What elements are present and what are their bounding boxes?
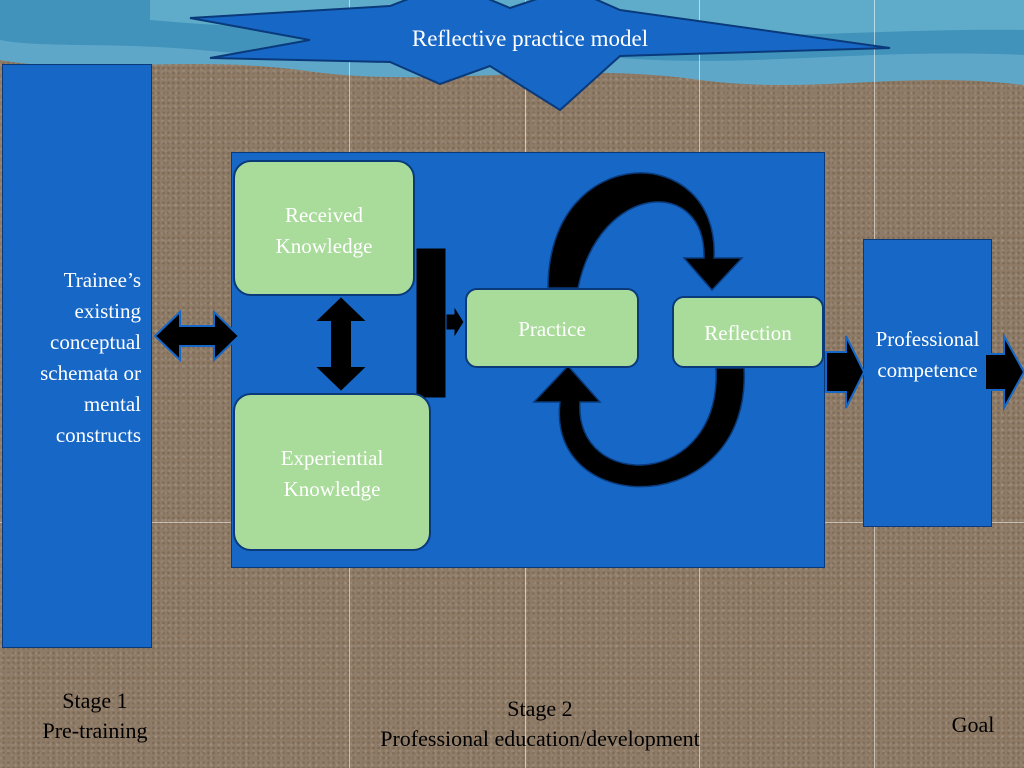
title-star-shape	[189, 0, 891, 112]
stage1-sublabel: Pre-training	[42, 718, 148, 743]
goal-caption: Goal	[951, 712, 995, 737]
stage1-label: Stage 1	[62, 688, 128, 713]
reflection-text: Reflection	[704, 321, 792, 345]
trainee-schemata-text: Trainee’s existing conceptual schemata o…	[40, 268, 141, 447]
experiential-knowledge-box: Experiential Knowledge	[233, 393, 431, 551]
experiential-knowledge-text: Experiential Knowledge	[280, 446, 384, 501]
diagram-title: Reflective practice model	[411, 26, 649, 51]
received-knowledge-text: Received Knowledge	[275, 203, 373, 258]
double-arrow-horizontal-icon	[153, 309, 241, 363]
arrow-to-competence-icon	[825, 335, 866, 409]
practice-text: Practice	[518, 317, 586, 341]
reflection-box: Reflection	[672, 296, 824, 368]
stage2-label: Stage 2	[507, 696, 573, 721]
professional-competence-text: Professional competence	[875, 327, 980, 382]
stage2-caption: Stage 2 Professional education/developme…	[320, 694, 760, 754]
received-knowledge-box: Received Knowledge	[233, 160, 415, 296]
trainee-schemata-box: Trainee’s existing conceptual schemata o…	[2, 64, 152, 648]
stage1-caption: Stage 1 Pre-training	[10, 686, 180, 746]
professional-competence-box: Professional competence	[863, 239, 992, 527]
practice-box: Practice	[465, 288, 639, 368]
stage2-sublabel: Professional education/development	[380, 726, 700, 751]
